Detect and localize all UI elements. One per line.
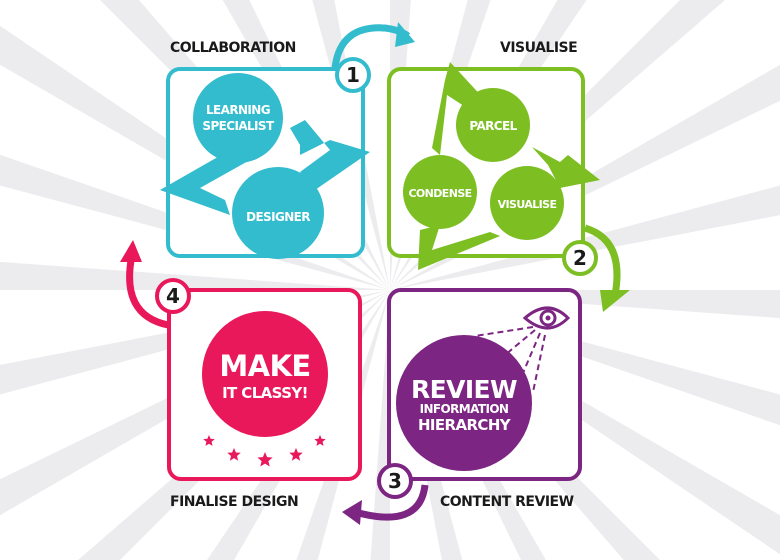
arrow-to-designer (160, 150, 250, 215)
node-designer (232, 167, 324, 259)
node-label: PARCEL (469, 119, 517, 133)
arrowhead-icon (600, 290, 630, 312)
flow-arrow (583, 224, 621, 296)
node-label: SPECIALIST (202, 119, 275, 133)
step-title: FINALISE DESIGN (170, 494, 298, 510)
node-visualise (490, 166, 564, 240)
finalise-subtext: IT CLASSY! (222, 384, 308, 402)
star-icon (289, 448, 303, 461)
finalise-headline: MAKE (219, 349, 310, 383)
node-label: VISUALISE (498, 198, 557, 211)
arrow-to-visualise (418, 225, 500, 270)
review-circle (396, 335, 532, 471)
star-icon (227, 448, 241, 461)
step-number-badge (562, 240, 598, 276)
step-number: 1 (346, 63, 360, 87)
sunburst-ray (390, 290, 780, 555)
step-title: COLLABORATION (170, 40, 296, 56)
step-number-badge (377, 463, 413, 499)
step-number: 2 (573, 246, 587, 270)
step-collaboration: COLLABORATION LEARNING SPECIALIST DESIGN… (160, 22, 415, 259)
make-classy-circle (202, 311, 328, 437)
star-icon (257, 452, 273, 467)
node-label: CONDENSE (408, 187, 471, 200)
sunburst-ray (390, 64, 780, 290)
star-icon (314, 435, 326, 446)
stars-icon (203, 435, 326, 467)
node-label: LEARNING (206, 103, 270, 117)
step-number: 3 (388, 469, 402, 493)
step-number: 4 (166, 284, 180, 308)
step-visualise: VISUALISE PARCEL CONDENSE VISUALISE 2 (387, 40, 630, 312)
sunburst-ray (0, 261, 390, 290)
step-finalise-design: MAKE IT CLASSY! 4 FINALISE DESIGN (120, 240, 362, 510)
flow-arrow (126, 254, 169, 329)
arrowhead-icon (342, 500, 362, 525)
step-title: CONTENT REVIEW (440, 494, 574, 510)
node-parcel (456, 88, 530, 162)
node-label: DESIGNER (246, 210, 310, 224)
arrow-to-parcel (532, 147, 600, 188)
arrow-to-specialist (290, 120, 370, 190)
flow-arrow (354, 484, 429, 521)
review-subtext: INFORMATION (420, 402, 509, 416)
review-headline: REVIEW (411, 375, 517, 404)
star-icon (203, 435, 215, 446)
step-number-badge (155, 278, 191, 314)
review-subtext: HIERARCHY (418, 416, 512, 434)
step-content-review: REVIEW INFORMATION HIERARCHY 3 CONTENT R… (342, 288, 582, 525)
arrow-to-condense (432, 62, 485, 155)
step-number-badge (335, 57, 371, 93)
node-learning-specialist (193, 73, 283, 163)
arrowhead-icon (395, 22, 415, 47)
step-title: VISUALISE (500, 40, 577, 56)
arrowhead-icon (120, 240, 142, 262)
node-condense (403, 155, 477, 229)
